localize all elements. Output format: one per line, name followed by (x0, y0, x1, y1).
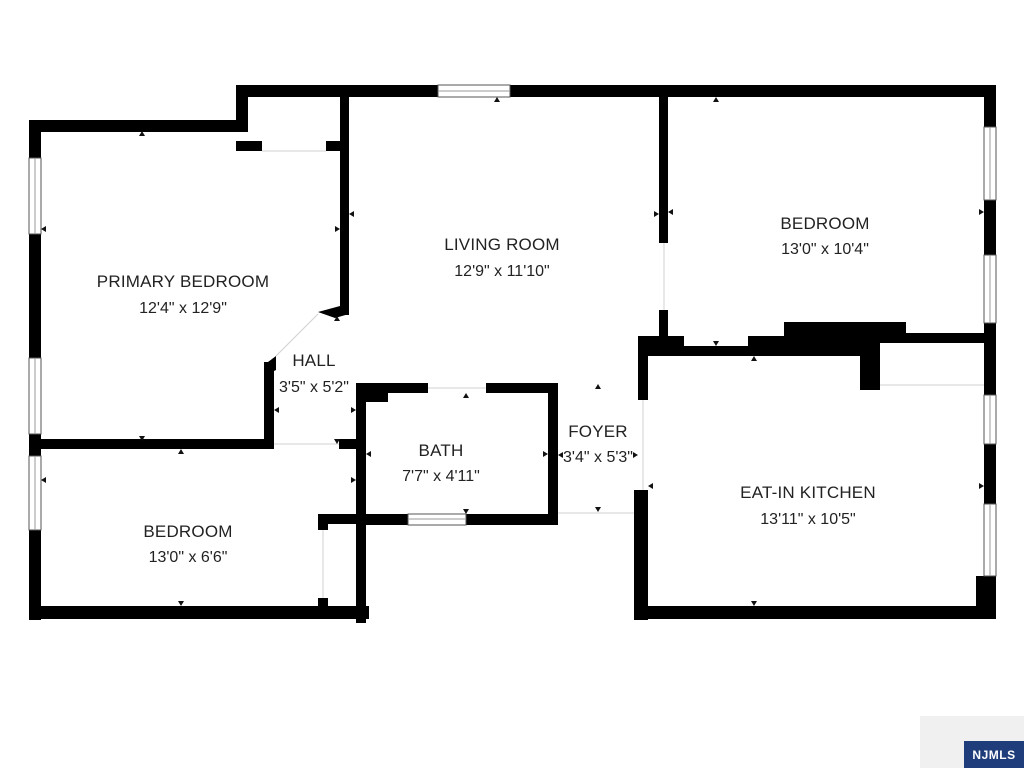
wall-bath-left (356, 383, 366, 623)
measurement-ticks (41, 97, 984, 606)
wall-closet-left (236, 85, 248, 132)
wall-kitchen-bedroom-right (866, 333, 994, 343)
wall-top (236, 85, 996, 97)
eat-in-kitchen-name: EAT-IN KITCHEN (740, 483, 876, 502)
wall-kitchen-bottom (634, 606, 996, 619)
wall-right-outer-mid1 (984, 200, 996, 255)
hall-dims: 3'5" x 5'2" (279, 379, 349, 396)
wall-bedroom-closet-left (318, 514, 328, 530)
wall-bottom-left (29, 606, 369, 619)
windows (28, 84, 997, 577)
foyer-dims: 3'4" x 5'3" (563, 449, 633, 466)
wall-primary-living (340, 95, 349, 315)
wall-bath-top-b (486, 383, 558, 393)
njmls-badge-text: NJMLS (972, 748, 1015, 762)
wall-right-outer-top (984, 85, 996, 127)
walls (29, 85, 996, 623)
bath-name: BATH (419, 441, 464, 460)
wall-bath-inner-corner (362, 390, 388, 402)
wall-primary-bottom (29, 439, 274, 449)
wall-right-outer-mid3 (984, 444, 996, 504)
wall-closet-bottom-b (326, 141, 346, 151)
wall-bath-top-a (356, 383, 428, 393)
wall-kitchen-left-b (634, 490, 648, 620)
living-room-dims: 12'9" x 11'10" (454, 263, 549, 280)
wall-chimney (748, 336, 868, 356)
bedroom-left-dims: 13'0" x 6'6" (149, 549, 228, 566)
wall-hall-diagonal-upper (318, 306, 349, 318)
bedroom-right-dims: 13'0" x 10'4" (781, 241, 869, 258)
bedroom-right-name: BEDROOM (780, 214, 869, 233)
living-room-name: LIVING ROOM (444, 235, 560, 254)
bath-dims: 7'7" x 4'11" (402, 468, 480, 485)
primary-bedroom-dims: 12'4" x 12'9" (139, 300, 227, 317)
openings (262, 150, 984, 598)
wall-kitchen-nook-left (860, 340, 880, 390)
wall-kitchen-left-a (638, 336, 648, 400)
wall-bath-bottom-b (466, 514, 558, 525)
wall-living-bedroom-lower (659, 310, 668, 340)
njmls-badge (964, 741, 1024, 768)
wall-bedroom-closet-top (318, 514, 366, 524)
wall-bath-bottom-a (356, 514, 408, 525)
eat-in-kitchen-dims: 13'11" x 10'5" (760, 511, 855, 528)
room-labels: PRIMARY BEDROOM 12'4" x 12'9" LIVING ROO… (97, 214, 876, 566)
wall-primary-top (29, 120, 247, 132)
wall-living-bedroom-upper (659, 95, 668, 243)
wall-bedroom-closet-bottom (318, 598, 328, 610)
wall-bath-right (548, 383, 558, 525)
foyer-name: FOYER (568, 422, 628, 441)
wall-bedroom-top-right (339, 439, 361, 449)
bedroom-left-name: BEDROOM (143, 522, 232, 541)
wall-hall-left (264, 362, 274, 445)
hall-name: HALL (292, 351, 335, 370)
njmls-watermark: NJMLS (920, 716, 1024, 768)
primary-bedroom-name: PRIMARY BEDROOM (97, 272, 269, 291)
wall-closet-bottom-a (236, 141, 262, 151)
